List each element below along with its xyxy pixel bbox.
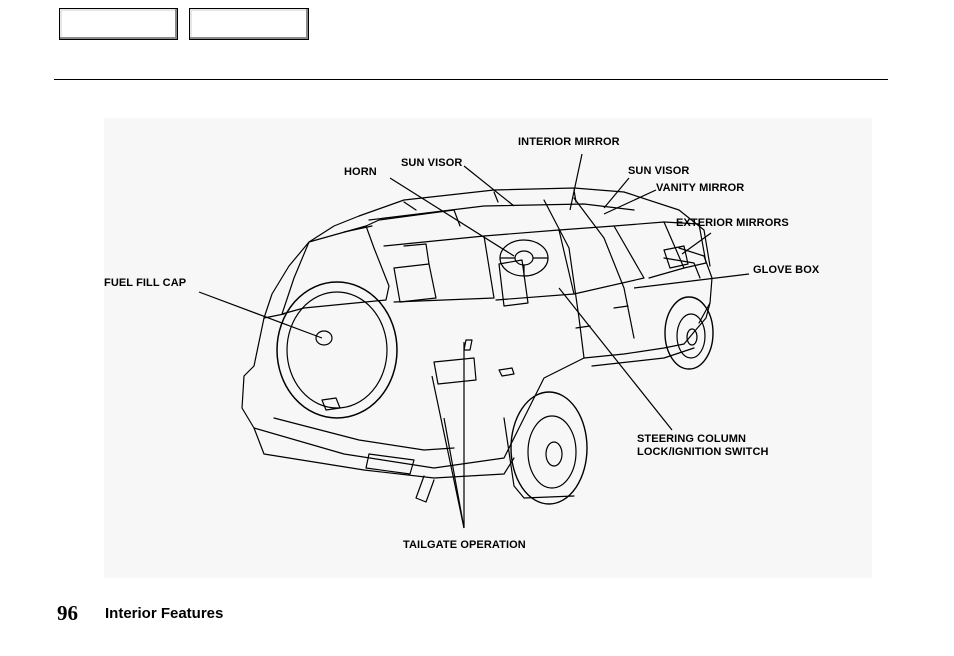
callout-leader-lines <box>198 153 750 529</box>
callout-sun-visor-left: SUN VISOR <box>401 157 463 169</box>
callout-steering-column-line1: STEERING COLUMN <box>637 433 747 445</box>
callout-tailgate-operation: TAILGATE OPERATION <box>403 539 526 551</box>
section-title: Interior Features <box>105 605 224 622</box>
header-divider <box>54 79 888 80</box>
callout-sun-visor-right: SUN VISOR <box>628 165 690 177</box>
callout-fuel-fill-cap: FUEL FILL CAP <box>104 277 187 289</box>
vehicle-interior-illustration: INTERIOR MIRROR SUN VISOR HORN SUN VISOR… <box>104 118 872 578</box>
next-page-button[interactable] <box>189 8 309 40</box>
previous-page-button[interactable] <box>59 8 178 40</box>
callout-glove-box: GLOVE BOX <box>753 264 820 276</box>
page-number: 96 <box>57 601 78 625</box>
callout-horn: HORN <box>344 166 377 178</box>
callout-exterior-mirrors: EXTERIOR MIRRORS <box>676 217 789 229</box>
callout-vanity-mirror: VANITY MIRROR <box>656 182 745 194</box>
callout-interior-mirror: INTERIOR MIRROR <box>518 136 620 148</box>
callout-steering-column-line2: LOCK/IGNITION SWITCH <box>637 446 769 458</box>
